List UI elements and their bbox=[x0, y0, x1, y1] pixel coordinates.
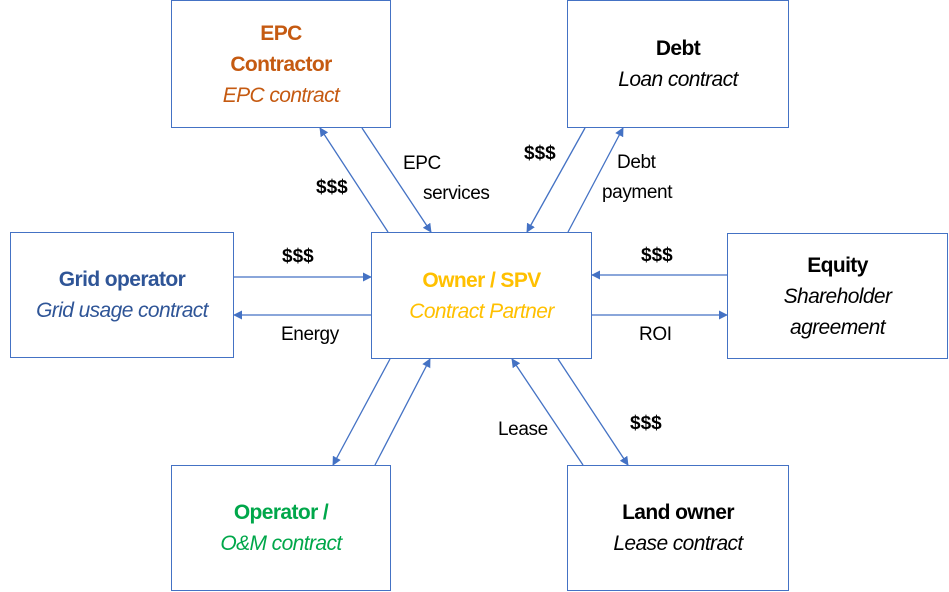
arrow-owner-money-to-land bbox=[557, 358, 629, 466]
debt-payment-label-line1: Debt bbox=[617, 152, 656, 173]
land-subtitle: Lease contract bbox=[613, 532, 743, 555]
land-owner-box: Land owner Lease contract bbox=[567, 465, 789, 591]
owner-spv-box: Owner / SPV Contract Partner bbox=[371, 232, 592, 359]
debt-box: Debt Loan contract bbox=[567, 0, 789, 128]
debt-title: Debt bbox=[655, 37, 701, 60]
epc-title-line2: Contractor bbox=[230, 52, 332, 76]
arrow-land-lease-to-owner bbox=[511, 358, 584, 466]
land-money-label: $$$ bbox=[630, 413, 662, 434]
grid-title: Grid operator bbox=[58, 268, 186, 291]
debt-subtitle: Loan contract bbox=[618, 68, 738, 91]
grid-operator-box: Grid operator Grid usage contract bbox=[10, 232, 234, 358]
equity-subtitle-line2: agreement bbox=[790, 315, 886, 339]
grid-money-label: $$$ bbox=[282, 246, 314, 267]
equity-roi-label: ROI bbox=[639, 324, 672, 345]
epc-subtitle: EPC contract bbox=[222, 83, 340, 107]
equity-subtitle-line1: Shareholder bbox=[783, 284, 892, 308]
grid-subtitle: Grid usage contract bbox=[36, 299, 208, 322]
arrow-debt-money-to-owner bbox=[526, 127, 586, 233]
epc-services-label-line2: services bbox=[423, 183, 490, 204]
owner-title: Owner / SPV bbox=[422, 268, 541, 292]
owner-subtitle: Contract Partner bbox=[409, 299, 554, 323]
operator-subtitle: O&M contract bbox=[220, 532, 342, 555]
land-lease-label: Lease bbox=[498, 419, 548, 440]
epc-contractor-box: EPC Contractor EPC contract bbox=[171, 0, 391, 128]
arrow-operator-to-owner bbox=[374, 358, 431, 466]
equity-box: Equity Shareholder agreement bbox=[727, 233, 948, 359]
operator-title: Operator / bbox=[233, 501, 329, 524]
epc-money-label: $$$ bbox=[316, 177, 348, 198]
arrow-owner-to-operator bbox=[332, 358, 391, 466]
arrow-owner-debt-payment bbox=[567, 127, 624, 233]
operator-box: Operator / O&M contract bbox=[171, 465, 391, 591]
epc-title-line1: EPC bbox=[260, 21, 302, 45]
equity-title: Equity bbox=[807, 253, 868, 277]
arrow-owner-to-epc-payment bbox=[319, 127, 389, 233]
debt-payment-label-line2: payment bbox=[602, 182, 673, 203]
arrow-epc-services-to-owner bbox=[361, 127, 432, 233]
equity-money-label: $$$ bbox=[641, 245, 673, 266]
debt-money-label: $$$ bbox=[524, 143, 556, 164]
grid-energy-label: Energy bbox=[281, 324, 339, 345]
land-title: Land owner bbox=[622, 501, 734, 524]
epc-services-label-line1: EPC bbox=[403, 153, 441, 174]
